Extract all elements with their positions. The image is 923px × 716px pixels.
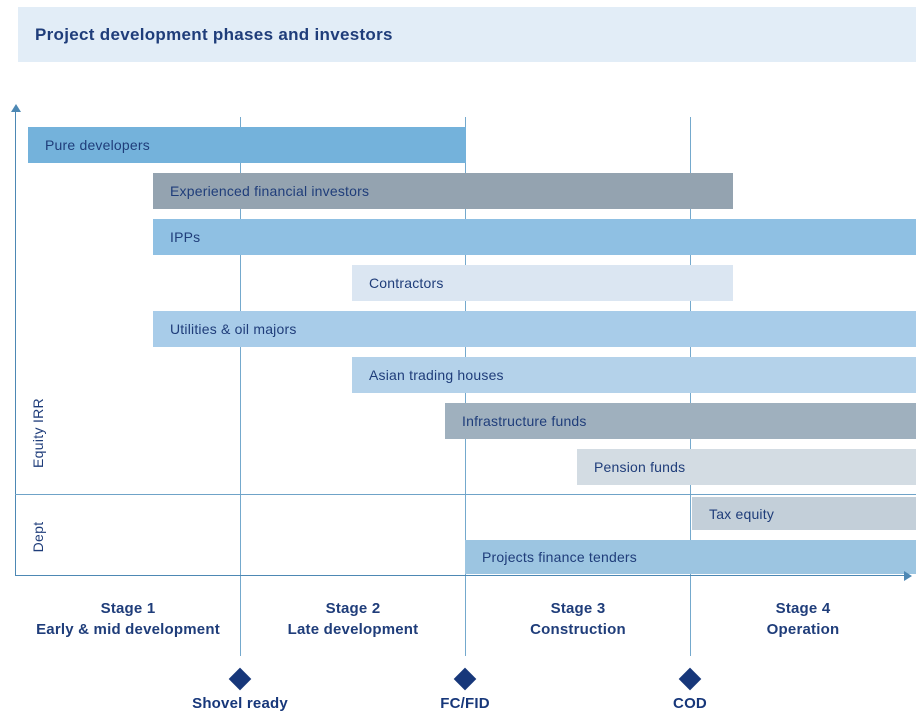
y-axis-line: [15, 112, 16, 575]
x-axis-line: [15, 575, 908, 576]
chart-header-band: Project development phases and investors: [18, 7, 916, 62]
stage-sublabel-stage-1: Early & mid development: [36, 621, 220, 638]
equity-debt-divider-line: [15, 494, 916, 495]
stage-name-stage-1: Stage 1: [100, 600, 156, 617]
y-axis-label-equity-irr: Equity IRR: [30, 398, 46, 468]
milestone-diamond-shovel-ready: [228, 667, 252, 691]
bar-label-infrastructure-funds: Infrastructure funds: [462, 413, 587, 429]
bar-label-experienced-financial-investors: Experienced financial investors: [170, 183, 370, 199]
milestone-diamond-fc-fid: [453, 667, 477, 691]
bar-pure-developers: Pure developers: [28, 127, 466, 163]
bar-asian-trading-houses: Asian trading houses: [352, 357, 916, 393]
milestone-label-fc-fid: FC/FID: [440, 695, 490, 712]
stage-sublabel-stage-3: Construction: [530, 621, 626, 638]
bar-label-projects-finance-tenders: Projects finance tenders: [482, 549, 637, 565]
stage-gridline-1: [240, 117, 241, 656]
y-axis-arrow-icon: [11, 104, 21, 112]
bar-label-asian-trading-houses: Asian trading houses: [369, 367, 504, 383]
stage-sublabel-stage-2: Late development: [287, 621, 419, 638]
bar-label-pure-developers: Pure developers: [45, 137, 150, 153]
milestone-diamond-cod: [678, 667, 702, 691]
bar-label-tax-equity: Tax equity: [709, 505, 775, 522]
chart-title: Project development phases and investors: [35, 24, 393, 44]
x-axis-arrow-icon: [904, 571, 912, 581]
milestone-label-shovel-ready: Shovel ready: [192, 695, 288, 712]
bar-projects-finance-tenders: Projects finance tenders: [465, 540, 916, 574]
stage-label-stage-3: Stage 3 Construction: [466, 598, 690, 640]
stage-sublabel-stage-4: Operation: [766, 621, 840, 638]
bar-pension-funds: Pension funds: [577, 449, 916, 485]
bar-tax-equity: Tax equity: [692, 497, 916, 530]
bar-utilities-oil-majors: Utilities & oil majors: [153, 311, 916, 347]
y-axis-label-dept: Dept: [30, 521, 46, 553]
stage-label-stage-2: Stage 2 Late development: [241, 598, 465, 640]
bar-infrastructure-funds: Infrastructure funds: [445, 403, 916, 439]
stage-name-stage-3: Stage 3: [550, 600, 606, 617]
stage-label-stage-1: Stage 1 Early & mid development: [16, 598, 240, 640]
bar-label-pension-funds: Pension funds: [594, 459, 686, 475]
bar-label-utilities-oil-majors: Utilities & oil majors: [170, 321, 297, 337]
bar-label-ipps: IPPs: [170, 229, 201, 245]
stage-label-stage-4: Stage 4 Operation: [691, 598, 915, 640]
bar-label-contractors: Contractors: [369, 275, 444, 291]
stage-name-stage-4: Stage 4: [775, 600, 831, 617]
stage-name-stage-2: Stage 2: [325, 600, 381, 617]
bar-experienced-financial-investors: Experienced financial investors: [153, 173, 733, 209]
bar-ipps: IPPs: [153, 219, 916, 255]
milestone-label-cod: COD: [673, 695, 707, 712]
bar-contractors: Contractors: [352, 265, 733, 301]
